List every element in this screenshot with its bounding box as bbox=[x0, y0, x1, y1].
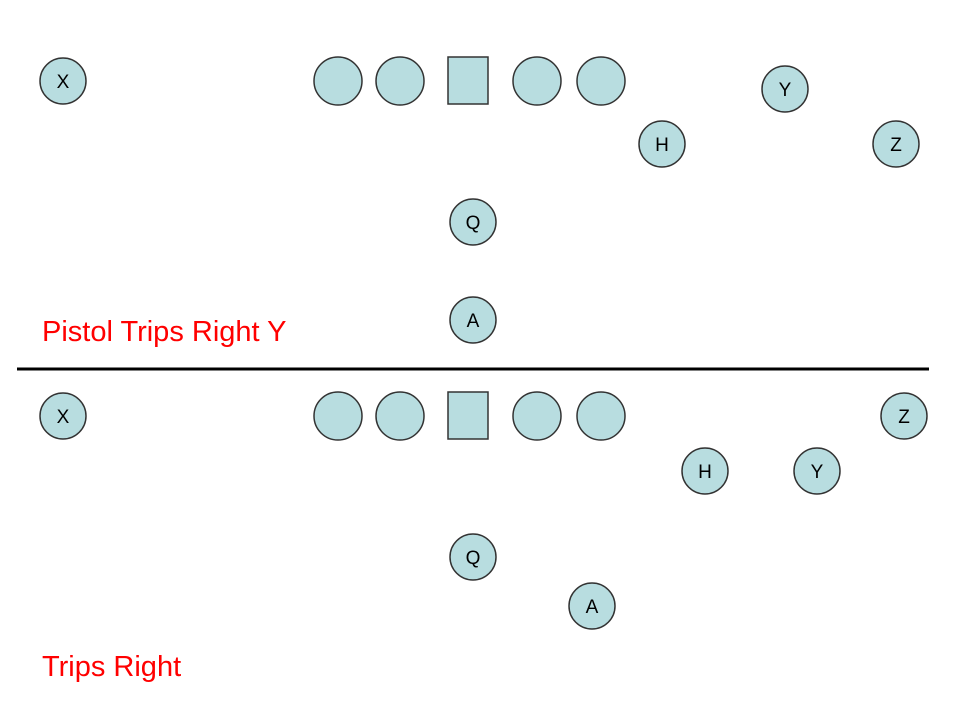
player-q: Q bbox=[449, 533, 497, 581]
left-tackle bbox=[313, 391, 363, 441]
right-guard bbox=[512, 391, 562, 441]
right-tackle bbox=[576, 391, 626, 441]
player-q: Q bbox=[449, 198, 497, 246]
player-a: A bbox=[449, 296, 497, 344]
player-label: Q bbox=[466, 213, 481, 234]
formation-title: Pistol Trips Right Y bbox=[42, 316, 286, 348]
player-y: Y bbox=[761, 65, 809, 113]
left-guard bbox=[375, 56, 425, 106]
formation-trips-right: X Z H Y Q A Trips Right bbox=[39, 391, 928, 683]
right-tackle bbox=[576, 56, 626, 106]
player-a: A bbox=[568, 582, 616, 630]
player-x: X bbox=[39, 392, 87, 440]
center-square bbox=[447, 391, 489, 440]
player-h: H bbox=[681, 447, 729, 495]
player-label: X bbox=[57, 407, 70, 428]
offensive-line bbox=[313, 391, 626, 441]
player-label: Y bbox=[811, 462, 824, 483]
player-label: X bbox=[57, 72, 70, 93]
player-label: H bbox=[698, 462, 712, 483]
player-h: H bbox=[638, 120, 686, 168]
right-guard bbox=[512, 56, 562, 106]
left-guard bbox=[375, 391, 425, 441]
player-x: X bbox=[39, 57, 87, 105]
player-label: H bbox=[655, 135, 669, 156]
formation-pistol-trips-right-y: X Y H Z Q A Pistol Trips Right Y bbox=[39, 56, 920, 348]
player-label: A bbox=[586, 597, 599, 618]
player-label: Z bbox=[898, 407, 910, 428]
player-label: Y bbox=[779, 80, 792, 101]
left-tackle bbox=[313, 56, 363, 106]
offensive-line bbox=[313, 56, 626, 106]
player-label: Q bbox=[466, 548, 481, 569]
formation-title: Trips Right bbox=[42, 651, 181, 683]
player-z: Z bbox=[880, 392, 928, 440]
player-z: Z bbox=[872, 120, 920, 168]
center-square bbox=[447, 56, 489, 105]
player-y: Y bbox=[793, 447, 841, 495]
player-label: Z bbox=[890, 135, 902, 156]
player-label: A bbox=[467, 311, 480, 332]
